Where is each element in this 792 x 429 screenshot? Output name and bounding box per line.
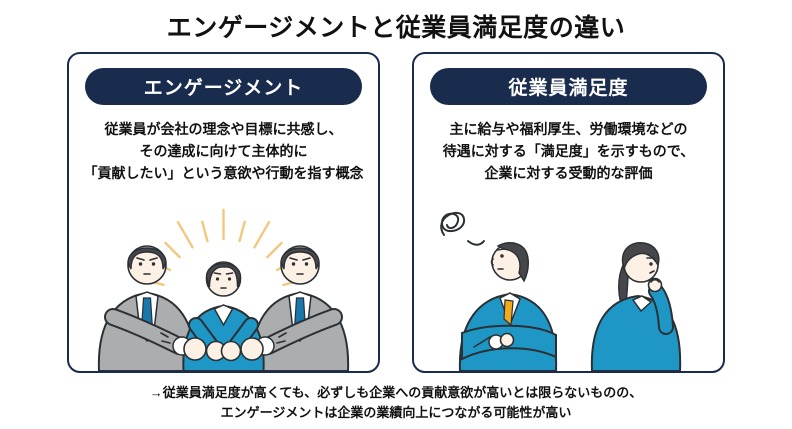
conclusion-line: →従業員満足度が高くても、必ずしも企業への貢献意欲が高いとは限らないものの、: [149, 385, 643, 400]
engagement-card: エンゲージメント 従業員が会社の理念や目標に共感し、 その達成に向けて主体的に …: [67, 52, 380, 373]
engagement-description-line: 「貢献したい」という意欲や行動を指す概念: [83, 165, 364, 181]
satisfaction-description-line: 企業に対する受動的な評価: [484, 165, 653, 181]
businesswoman-pondering: [590, 242, 682, 371]
engagement-description-line: その達成に向けて主体的に: [139, 143, 308, 159]
satisfaction-illustration: [414, 199, 723, 371]
page-title: エンゲージメントと従業員満足度の違い: [166, 14, 626, 42]
satisfaction-description-line: 主に給与や福利厚生、労働環境などの: [449, 121, 688, 137]
satisfaction-card: 従業員満足度 主に給与や福利厚生、労働環境などの 待遇に対する「満足度」を示すも…: [412, 52, 725, 373]
engagement-header-label: エンゲージメント: [143, 78, 304, 99]
engagement-illustration: [69, 199, 378, 371]
engagement-header-pill: エンゲージメント: [85, 68, 362, 105]
satisfaction-description-line: 待遇に対する「満足度」を示すもので、: [442, 143, 695, 159]
conclusion-note: →従業員満足度が高くても、必ずしも企業への貢献意欲が高いとは限らないものの、 エ…: [0, 383, 792, 423]
engagement-description-line: 従業員が会社の理念や目標に共感し、: [104, 121, 343, 137]
satisfaction-header-label: 従業員満足度: [508, 78, 629, 99]
businessman-pondering: [458, 242, 558, 371]
satisfaction-header-pill: 従業員満足度: [430, 68, 707, 105]
satisfaction-description: 主に給与や福利厚生、労働環境などの 待遇に対する「満足度」を示すもので、 企業に…: [414, 118, 723, 184]
fist-bump: [104, 308, 343, 362]
confusion-scribble-icon: [440, 211, 485, 246]
conclusion-line: エンゲージメントは企業の業績向上につながる可能性が高い: [220, 405, 572, 420]
engagement-description: 従業員が会社の理念や目標に共感し、 その達成に向けて主体的に 「貢献したい」とい…: [69, 118, 378, 184]
